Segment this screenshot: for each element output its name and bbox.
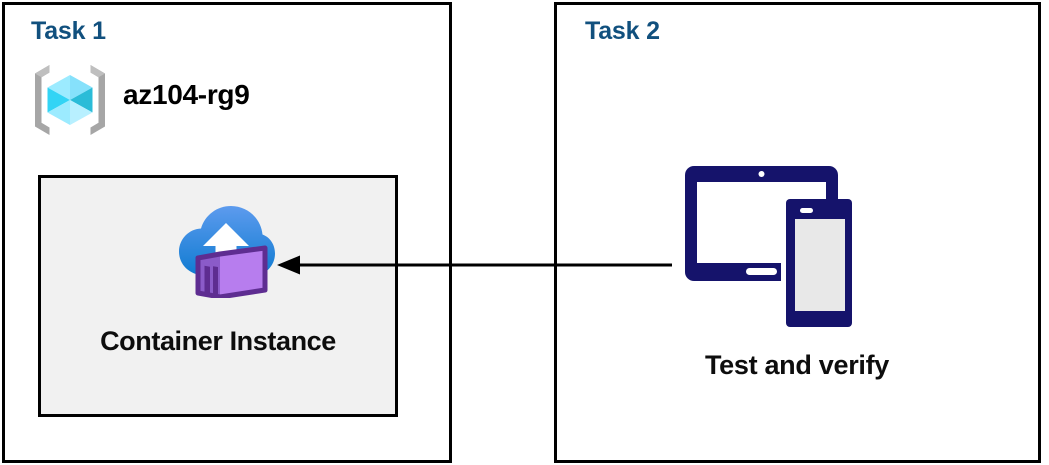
resource-group-label: az104-rg9	[123, 79, 250, 110]
azure-container-instances-icon	[176, 198, 276, 300]
panel-task-2	[554, 2, 1041, 463]
test-and-verify-label: Test and verify	[704, 350, 890, 380]
container-instance-label: Container Instance	[100, 326, 336, 356]
panel-task-1	[2, 2, 452, 463]
container-instance-box: Container Instance	[38, 175, 398, 417]
panel-task-2-title: Task 2	[585, 17, 660, 45]
azure-resource-group-icon	[30, 62, 110, 138]
devices-tablet-phone-icon	[682, 162, 860, 331]
panel-task-1-title: Task 1	[31, 17, 106, 45]
resource-group-row: az104-rg9	[30, 62, 330, 142]
